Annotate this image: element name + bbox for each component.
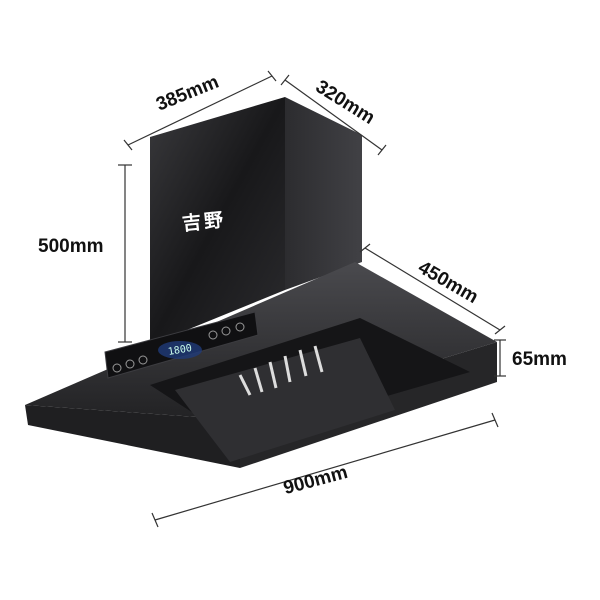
chimney-side (285, 97, 362, 290)
display-glow (158, 341, 202, 359)
touch-buttons (112, 322, 245, 373)
brand-logo: 吉野 (181, 208, 228, 236)
fan-blades (238, 345, 324, 396)
dim-canopy-thickness: 65mm (512, 349, 567, 370)
filter-tray (175, 338, 395, 462)
canopy-top (25, 262, 497, 420)
chimney-front (150, 97, 285, 345)
dim-chimney-height: 500mm (38, 236, 104, 257)
canopy-left-side (25, 405, 240, 468)
dimension-lines (118, 70, 506, 528)
